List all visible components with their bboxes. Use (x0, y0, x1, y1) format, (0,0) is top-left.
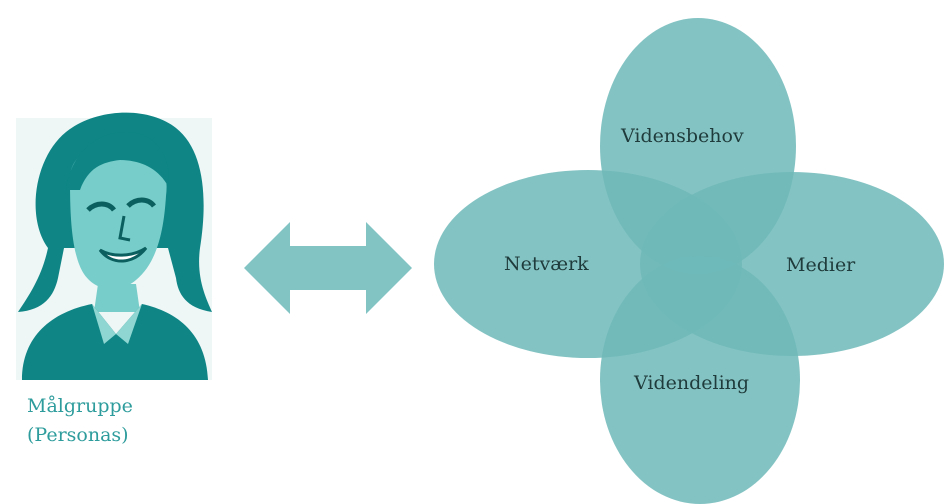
petal-label-bottom: Videndeling (634, 372, 750, 394)
persona-eye-left (86, 201, 116, 212)
persona-caption-line1: Målgruppe (27, 395, 133, 417)
persona-eye-right (126, 197, 156, 208)
persona-nose (118, 215, 131, 242)
persona-caption-line2: (Personas) (27, 424, 129, 446)
petal-label-top: Vidensbehov (621, 125, 744, 147)
persona-bangs (66, 132, 169, 190)
petal-bottom (600, 256, 800, 504)
persona-mouth (98, 246, 148, 263)
petal-label-right: Medier (786, 254, 856, 276)
persona-caption: Målgruppe (Personas) (27, 392, 133, 450)
persona-clothing (22, 304, 208, 380)
persona-neck (94, 284, 140, 312)
double-arrow-icon (244, 222, 412, 314)
persona-illustration (16, 112, 212, 380)
persona-collar (92, 304, 142, 344)
petal-label-left: Netværk (504, 253, 589, 275)
venn-flower (434, 18, 944, 504)
